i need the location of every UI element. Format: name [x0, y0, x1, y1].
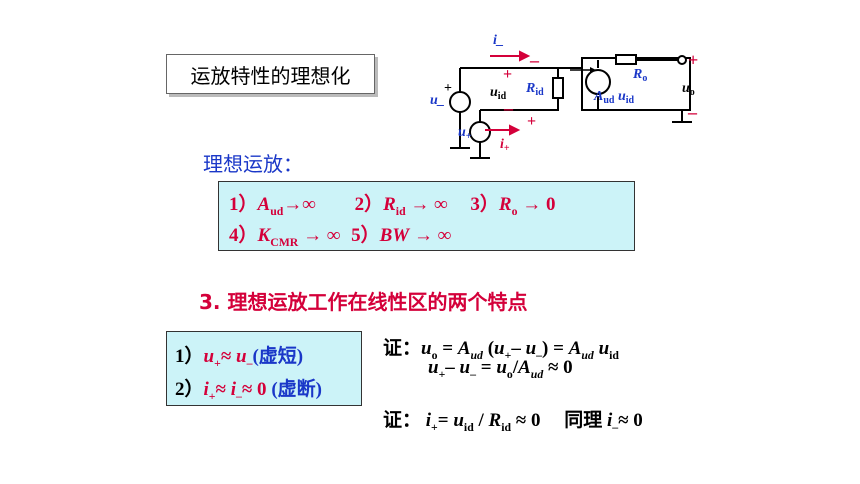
- svg-text:+: +: [444, 81, 452, 96]
- label-r-o: Ro: [632, 67, 647, 84]
- svg-text:–: –: [503, 98, 514, 118]
- features-box: 1）u+≈ u–(虚短) 2）i+≈ i–≈ 0 (虚断): [166, 331, 362, 406]
- proof-1-line-2: u+– u– = uo/Aud ≈ 0: [428, 357, 573, 381]
- ideal-opamp-heading: 理想运放：: [203, 152, 303, 176]
- r-id-resistor: [552, 77, 564, 99]
- op-amp-equivalent-circuit: i_ – + uid – + Rid Ro Aud uid + uo – u_ …: [430, 33, 698, 159]
- svg-text:–: –: [687, 102, 698, 122]
- label-u-minus: u_: [430, 93, 445, 108]
- svg-text:+: +: [688, 50, 698, 70]
- feature-virtual-short: 1）u+≈ u–(虚短): [175, 346, 304, 370]
- svg-text:–: –: [529, 50, 540, 70]
- label-r-id: Rid: [525, 81, 544, 98]
- svg-text:+: +: [503, 66, 512, 83]
- dependent-source: [585, 69, 611, 95]
- proof-1-line-1: 证：uo = Aud (u+– u–) = Aud uid: [383, 338, 619, 362]
- source-u-minus: [449, 91, 471, 113]
- conditions-line-2: 4）KCMR → ∞ 5）BW → ∞: [229, 225, 452, 249]
- label-i-minus: i_: [493, 33, 504, 48]
- feature-virtual-open: 2）i+≈ i–≈ 0 (虚断): [175, 379, 322, 403]
- source-u-plus: [469, 121, 491, 143]
- ideal-conditions-box: 1）Aud→∞ 2）Rid → ∞ 3）Ro → 0 4）KCMR → ∞ 5）…: [218, 181, 635, 251]
- r-o-resistor: [615, 54, 637, 65]
- section-title: 3. 理想运放工作在线性区的两个特点: [199, 290, 528, 314]
- label-i-plus: i+: [500, 137, 510, 154]
- label-a-ud-u-id: Aud uid: [593, 89, 635, 106]
- conditions-line-1: 1）Aud→∞ 2）Rid → ∞ 3）Ro → 0: [229, 194, 556, 218]
- label-u-plus: u+: [458, 125, 472, 142]
- label-u-o: uo: [682, 81, 695, 98]
- slide-title: 运放特性的理想化: [166, 54, 375, 94]
- proof-2: 证： i+= uid / Rid ≈ 0 同理 i–≈ 0: [383, 410, 643, 434]
- svg-text:+: +: [527, 113, 536, 130]
